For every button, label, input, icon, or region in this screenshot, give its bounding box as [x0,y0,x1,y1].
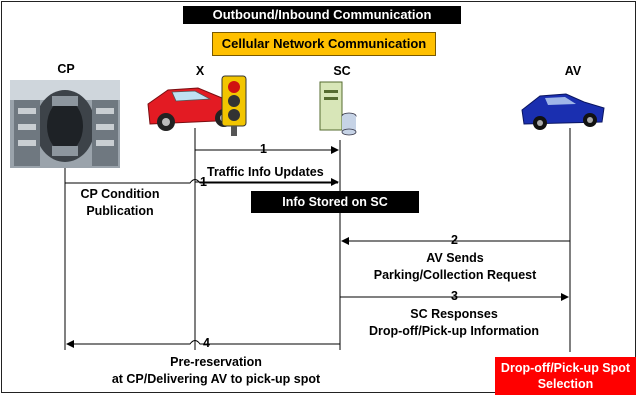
actor-av-label: AV [564,64,582,78]
traffic-info-label: Traffic Info Updates [207,165,324,179]
msg1-cp-number: 1 [200,175,207,189]
parking-garage-image [10,80,120,168]
actor-x-label: X [195,64,205,78]
msg3-number: 3 [451,289,458,303]
traffic-light-icon [221,75,247,136]
msg2-number: 2 [451,233,458,247]
blue-car-icon [521,93,605,130]
framework-title: Outbound/Inbound Communication Framework [183,6,461,40]
msg4-label: Pre-reservation at CP/Delivering AV to p… [111,355,321,386]
cp-condition-label: CP Condition Publication [80,187,160,218]
msg1-number: 1 [260,142,267,156]
server-icon [319,81,357,136]
spot-selection-box: Drop-off/Pick-up Spot Selection [495,357,636,395]
msg4-number: 4 [203,336,210,350]
msg2-label: AV Sends Parking/Collection Request [373,251,537,282]
arrow-1-cp-to-sc [65,179,338,184]
msg3-label: SC Responses Drop-off/Pick-up Informatio… [368,307,540,338]
cellular-network-box: Cellular Network Communication [212,32,436,56]
actor-sc-label: SC [333,64,351,78]
actor-cp-label: CP [57,62,75,76]
arrow-4-sc-to-cp [66,340,340,348]
info-stored-box: Info Stored on SC [251,191,419,213]
